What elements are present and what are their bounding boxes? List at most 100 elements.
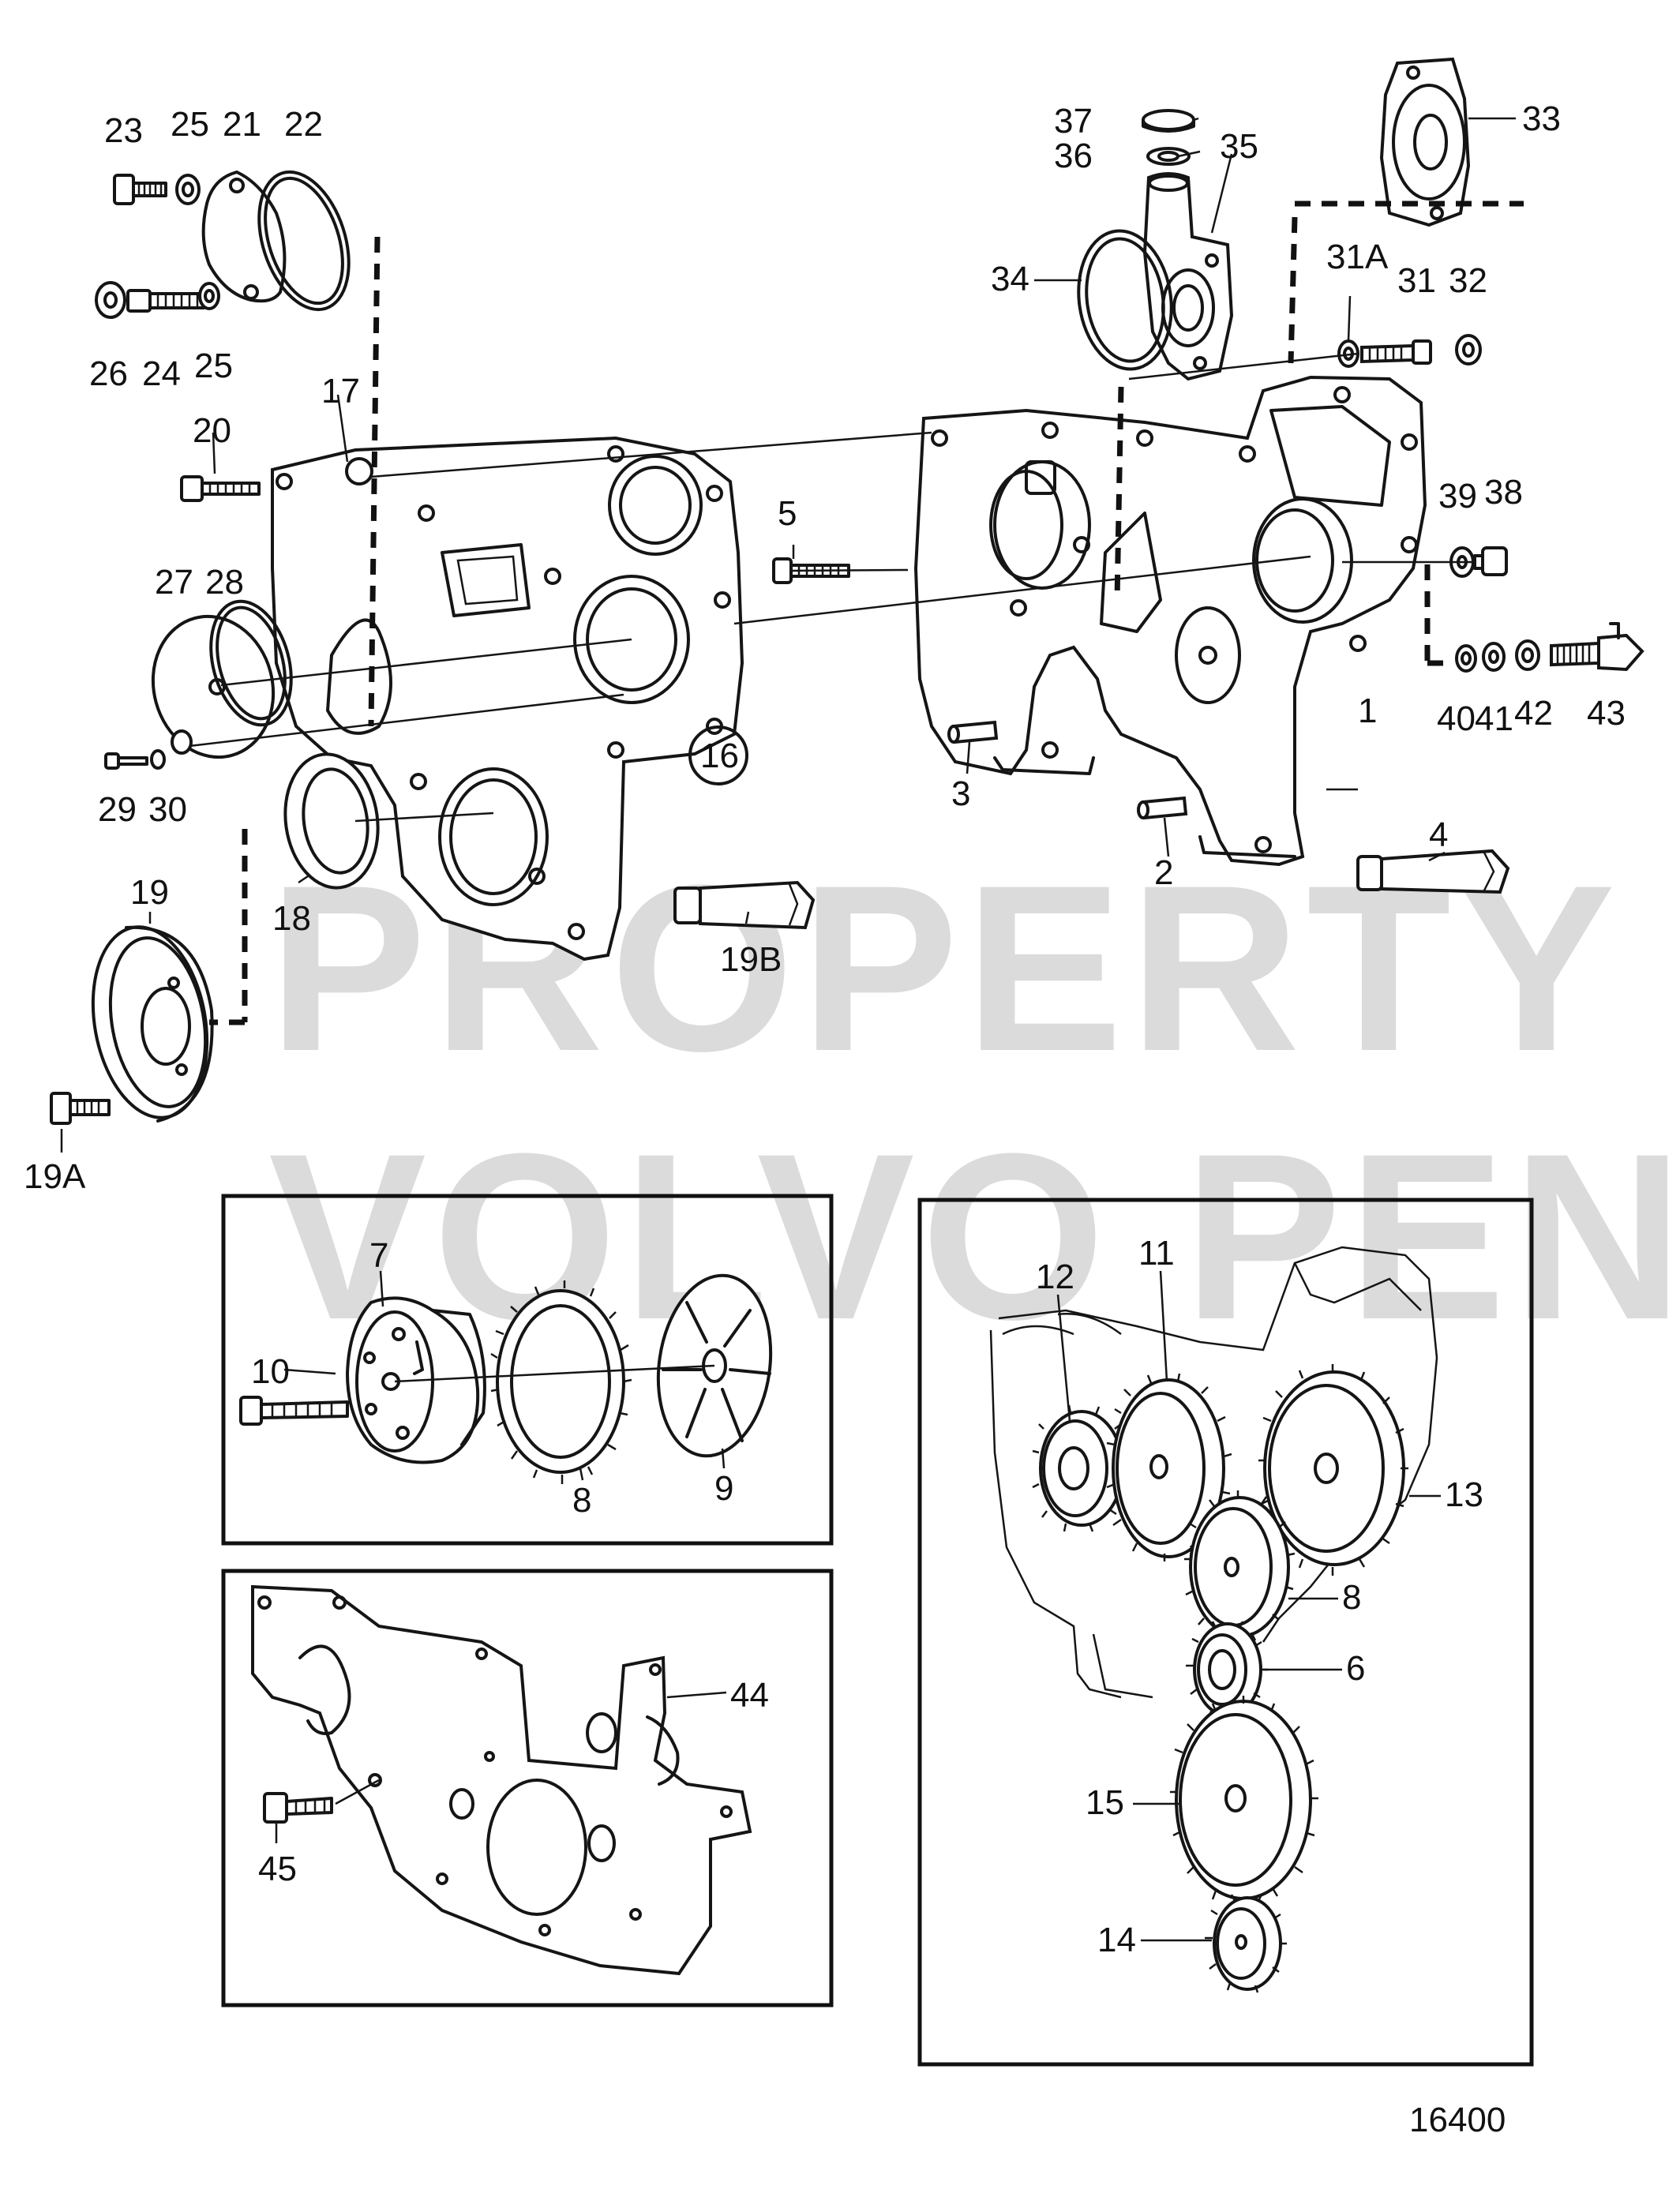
- callout-31a: 31A: [1326, 238, 1389, 276]
- leader-lines-upper: [60, 117, 1516, 1153]
- callout-5: 5: [778, 494, 797, 533]
- callout-labels: 23 25 21 22 26 24 25 17 20 27 28 29 30 1…: [24, 99, 1626, 1959]
- callout-32: 32: [1449, 261, 1487, 300]
- callout-21: 21: [223, 105, 261, 144]
- callout-10: 10: [251, 1352, 290, 1391]
- callout-9: 9: [714, 1469, 733, 1508]
- callout-4: 4: [1429, 815, 1448, 854]
- part-10-bolt: [239, 1396, 349, 1426]
- callout-18: 18: [272, 899, 311, 938]
- part-4-sealant-tube: [1356, 849, 1510, 894]
- part-32-nut: [1455, 334, 1482, 366]
- part-11-gear: [1106, 1373, 1232, 1561]
- part-25-washer-lower: [198, 282, 220, 310]
- callout-15: 15: [1086, 1783, 1124, 1822]
- part-6-gear: [1186, 1621, 1268, 1719]
- part-8-crank-gear: [490, 1280, 632, 1484]
- callout-25-upper: 25: [171, 105, 209, 144]
- callout-8-gear-train: 8: [1342, 1578, 1361, 1617]
- leader-lines-box-b: [275, 1691, 727, 1843]
- callout-12: 12: [1036, 1258, 1074, 1296]
- callout-31: 31: [1397, 261, 1436, 300]
- part-3-dowel: [947, 720, 999, 744]
- part-19a-bolt: [50, 1092, 111, 1125]
- leader-lines-box-c: [1056, 1270, 1441, 1942]
- callout-24: 24: [142, 354, 181, 393]
- detail-box-crank-gear: [221, 1194, 834, 1546]
- part-2-dowel: [1137, 796, 1188, 820]
- callout-37: 37: [1054, 102, 1093, 141]
- callout-35: 35: [1220, 127, 1258, 166]
- part-40-washer: [1455, 644, 1477, 673]
- callout-29: 29: [98, 790, 137, 829]
- part-13-gear: [1258, 1364, 1408, 1576]
- callout-43: 43: [1587, 694, 1626, 733]
- callout-30: 30: [148, 790, 187, 829]
- detail-box-gasket: [221, 1569, 834, 2007]
- part-8-gear-train: [1184, 1490, 1296, 1643]
- callout-11: 11: [1138, 1234, 1175, 1273]
- part-35-thermostat-housing: [1142, 172, 1234, 381]
- callout-19: 19: [130, 873, 169, 912]
- callout-1: 1: [1358, 692, 1377, 730]
- callout-17: 17: [321, 372, 360, 410]
- part-42-nut: [1515, 639, 1540, 671]
- callout-22: 22: [284, 105, 323, 144]
- callout-38: 38: [1484, 473, 1523, 512]
- callout-28: 28: [205, 563, 244, 602]
- part-1-timing-housing: [913, 375, 1427, 867]
- callout-23: 23: [104, 111, 143, 150]
- callout-19b: 19B: [720, 940, 782, 979]
- part-15-gear: [1170, 1696, 1318, 1907]
- part-30-clip: [171, 729, 193, 755]
- part-30-washer: [150, 749, 166, 770]
- part-14-gear: [1205, 1894, 1287, 1993]
- callout-16: 16: [700, 737, 739, 775]
- callout-44: 44: [730, 1676, 769, 1715]
- part-24-stud: [126, 289, 205, 313]
- part-12-gear: [1032, 1404, 1131, 1532]
- part-21-cover-plate: [201, 170, 287, 303]
- part-44-gasket-plate: [251, 1584, 752, 1976]
- part-31-stud: [1360, 339, 1432, 365]
- callout-36: 36: [1054, 137, 1093, 175]
- part-19b-sealant-tube: [673, 880, 816, 930]
- callout-7: 7: [369, 1236, 388, 1275]
- part-25-washer-upper: [175, 174, 201, 205]
- callout-41: 41: [1475, 699, 1513, 738]
- part-29-screw: [104, 752, 148, 770]
- part-23-bolt: [113, 174, 167, 205]
- callout-39: 39: [1438, 477, 1477, 515]
- callout-34: 34: [991, 260, 1029, 298]
- callout-13: 13: [1445, 1475, 1483, 1514]
- part-45-bolt: [263, 1792, 333, 1824]
- callout-8-box-a: 8: [572, 1481, 591, 1520]
- detail-box-gear-train: [917, 1198, 1534, 2067]
- callout-25-lower: 25: [194, 347, 233, 385]
- gear-train-housing-outline: [989, 1246, 1438, 1699]
- part-17-dowel-hole: [345, 457, 373, 485]
- callout-6: 6: [1346, 1649, 1365, 1688]
- callout-27: 27: [155, 563, 193, 602]
- part-36-washer: [1146, 147, 1191, 166]
- dashed-assembly-lines: [209, 201, 1524, 1025]
- part-22-o-ring: [257, 170, 351, 312]
- part-20-bolt: [180, 475, 261, 502]
- part-34-gasket: [1077, 229, 1173, 371]
- part-27-cover-disc: [151, 614, 276, 759]
- watermark-line-2: VOLVO PENTA: [268, 1104, 1680, 1369]
- leader-lines-box-a: [283, 1270, 726, 1481]
- callout-3: 3: [951, 774, 970, 813]
- callout-2: 2: [1154, 853, 1173, 892]
- part-26-nut: [95, 281, 126, 319]
- part-37-cap: [1142, 109, 1195, 133]
- part-41-washer: [1482, 642, 1506, 672]
- callout-20: 20: [193, 411, 231, 450]
- callout-circle-16: [688, 725, 748, 785]
- callout-14: 14: [1097, 1921, 1136, 1959]
- part-28-gasket-ring: [209, 599, 293, 727]
- callout-26: 26: [89, 354, 128, 393]
- part-16-timing-cover: [271, 436, 744, 962]
- callout-19a: 19A: [24, 1157, 86, 1196]
